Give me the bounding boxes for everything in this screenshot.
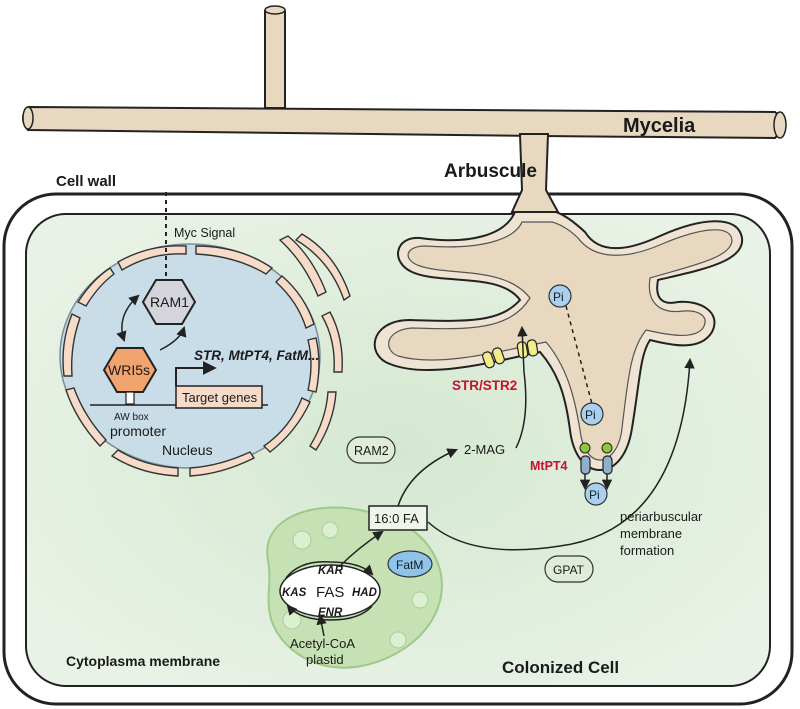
mtpt4-label: MtPT4 [530,459,568,473]
endoplasmic-reticulum [62,233,351,477]
mycelia-tip-left [22,106,34,130]
fa-to-membrane-arrow [427,357,695,551]
ram1-label: RAM1 [150,294,189,310]
fas-cycle-arrow-top [285,561,374,579]
target-genes-box [175,385,263,409]
fas-label: FAS [316,584,344,601]
plastid-label: plastid [306,652,344,667]
mycelia-tip-right [773,111,787,139]
str-str2-label: STR/STR2 [452,378,517,393]
myc-signal-label: Myc Signal [174,226,235,240]
colonized-cell-label: Colonized Cell [502,658,619,677]
fatm-label: FatM [396,558,423,572]
target-genes-label: Target genes [182,390,258,405]
fas-to-fa-arrow [339,530,384,567]
acetyl-coa-label: Acetyl-CoA [290,636,355,651]
pi-label-bottom: Pi [589,488,600,502]
fas-complex [279,564,381,618]
transcription-arrow [175,361,217,386]
pi-circle-bottom [584,482,608,506]
aw-box-label: AW box [114,412,149,423]
arbuscule-label: Arbuscule [444,161,537,182]
pi-label-top: Pi [553,290,564,304]
promoter-label: promoter [110,423,166,439]
pi-dashed-path [565,305,593,405]
wri5s-label: WRI5s [108,362,150,378]
enr-label: ENR [318,607,343,619]
2mag-label: 2-MAG [464,442,505,457]
cytoplasma-membrane-label: Cytoplasma membrane [66,653,220,669]
pi-label-middle: Pi [585,408,596,422]
wri5s-hexagon [102,347,158,393]
had-label: HAD [352,587,377,599]
kar-label: KAR [318,565,344,577]
target-list-label: STR, MtPT4, FatM... [194,348,319,363]
gpat-enzyme [544,555,594,583]
fas-cycle-arrow-bottom [286,604,373,621]
pi-circle-top [548,284,572,308]
periarbuscular-line2: membrane [620,526,682,541]
mycelia-branch [264,10,286,109]
mtpt4-transporter [579,442,613,491]
ram1-to-wri5s-arrow [116,294,140,342]
2mag-to-arbuscule-arrow [515,325,528,449]
fa-box [368,505,428,531]
ram2-label: RAM2 [354,444,389,458]
acetyl-coa-arrow [316,613,327,637]
cell-wall-label: Cell wall [56,173,116,190]
periarbuscular-line1: periarbuscular [620,509,703,524]
mycelia-label: Mycelia [623,115,696,137]
periarbuscular-line3: formation [620,543,674,558]
pi-circle-middle [580,402,604,426]
mycelia-branch-tip [264,5,286,15]
fa-label: 16:0 FA [374,511,419,526]
nucleus-label: Nucleus [162,442,213,458]
wri5s-to-ram1-arrow [159,326,187,351]
ram2-enzyme [346,436,396,464]
fatm-enzyme [387,550,433,578]
gpat-label: GPAT [553,563,585,577]
fa-to-2mag-arrow [397,448,458,507]
ram1-hexagon [141,279,197,325]
kas-label: KAS [282,587,307,599]
aw-box [125,391,135,405]
